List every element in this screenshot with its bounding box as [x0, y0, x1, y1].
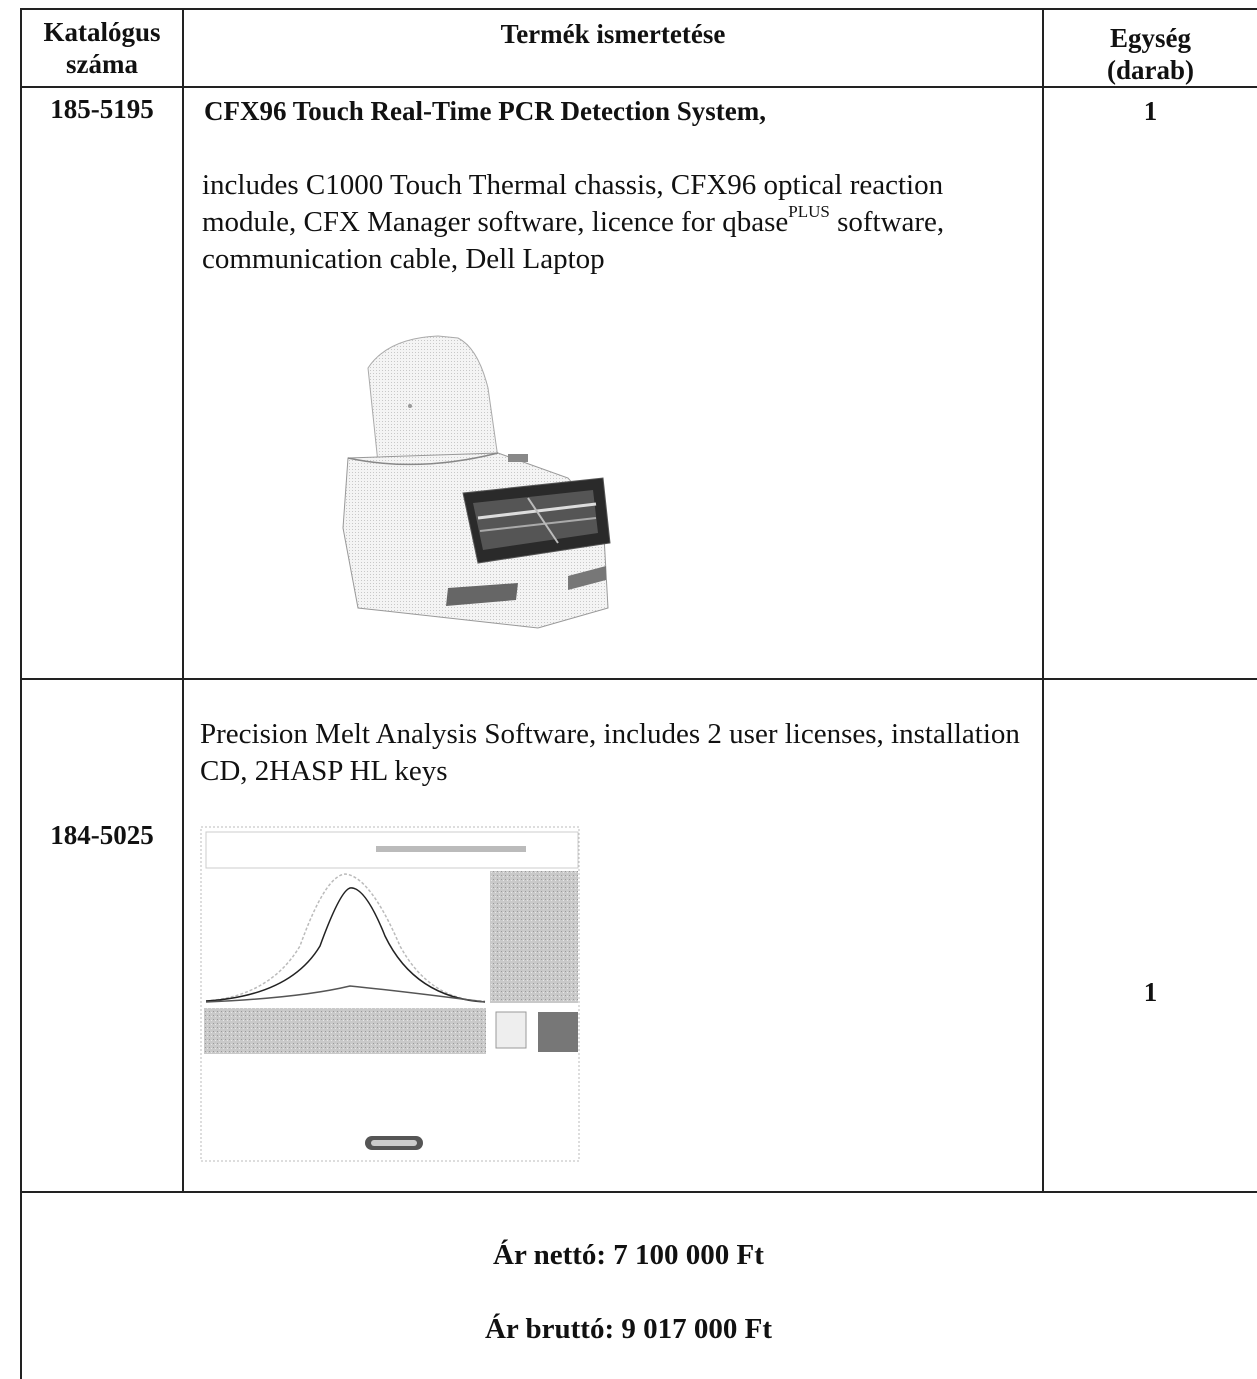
- row1-bottom-border: [20, 678, 1257, 680]
- row2-quantity: 1: [1143, 977, 1158, 1007]
- header-unit-line2: (darab): [1107, 55, 1194, 85]
- col2-divider: [1042, 8, 1044, 1193]
- header-unit-line1: Egység: [1110, 23, 1191, 53]
- table-left-border: [20, 8, 22, 1379]
- row2-product-description: Precision Melt Analysis Software, includ…: [200, 718, 1020, 787]
- precision-melt-software-image: [200, 826, 580, 1162]
- row1-quantity: 1: [1143, 96, 1158, 126]
- header-bottom-border: [20, 86, 1257, 88]
- row2-bottom-border: [20, 1191, 1257, 1193]
- row1-description-text-end: software, communication cable, Dell Lapt…: [202, 206, 945, 275]
- row1-product-description: includes C1000 Touch Thermal chassis, CF…: [202, 167, 1032, 278]
- header-catalog-line2: száma: [66, 49, 138, 79]
- row1-catalog-number: 185-5195: [50, 94, 154, 124]
- col1-divider: [182, 8, 184, 1193]
- header-product-description: Termék ismertetése: [500, 19, 726, 49]
- header-unit: Egység (darab): [1044, 22, 1257, 86]
- row2-catalog-number: 184-5025: [50, 820, 154, 850]
- row1-product-title: CFX96 Touch Real-Time PCR Detection Syst…: [204, 96, 766, 126]
- row1-description-text: includes C1000 Touch Thermal chassis, CF…: [202, 169, 944, 238]
- header-catalog-number: Katalógus száma: [22, 16, 182, 80]
- price-net: Ár nettó: 7 100 000 Ft: [493, 1239, 764, 1271]
- header-catalog-line1: Katalógus: [43, 17, 161, 47]
- pcr-instrument-image: [342, 335, 611, 629]
- row1-description-superscript: PLUS: [788, 202, 830, 221]
- price-gross: Ár bruttó: 9 017 000 Ft: [484, 1313, 772, 1345]
- table-top-border: [20, 8, 1257, 10]
